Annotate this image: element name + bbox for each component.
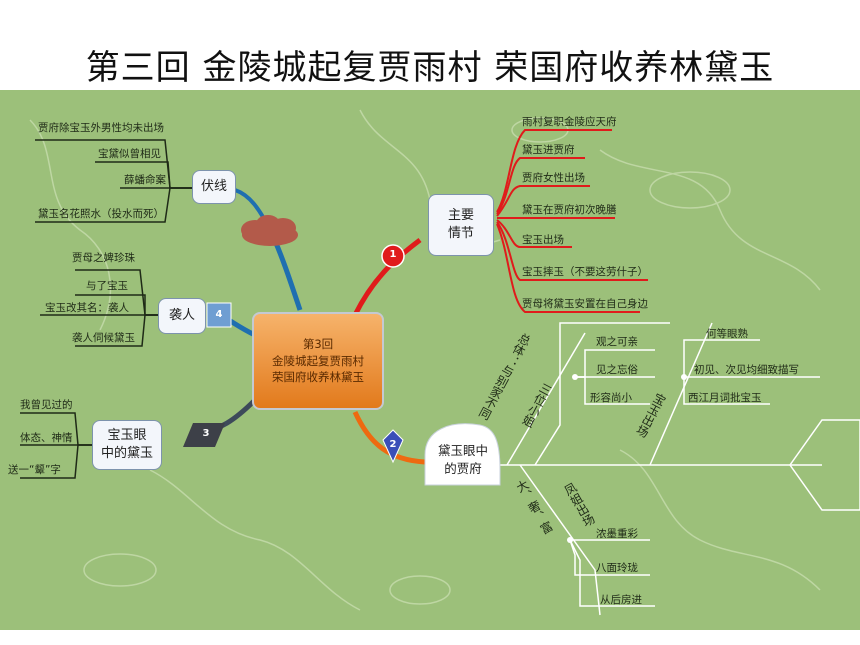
branch-foreshadow-twigs (35, 139, 192, 223)
baoyu-eye-node: 宝玉眼 中的黛玉 (92, 420, 162, 470)
plot-label-line1: 主要 (447, 208, 474, 224)
center-line-2: 金陵城起复贾雨村 (272, 353, 364, 368)
fishbone-joints (567, 374, 687, 543)
foreshadow-item-2: 宝黛似曾相见 (98, 148, 161, 160)
mind-map: 1 2 3 4 第3回 金陵城起复贾雨村 荣国府收养林黛玉 主要 情节 雨村复职… (0, 90, 860, 630)
badge-2: 2 (389, 439, 397, 450)
daiyu-node-shape (424, 423, 501, 486)
plot-item-3: 贾府女性出场 (522, 172, 585, 184)
baoyu-item-1: 何等眼熟 (706, 328, 748, 340)
baoyu-eye-label-line1: 宝玉眼 (107, 428, 147, 444)
plot-item-5: 宝玉出场 (522, 234, 564, 246)
badge-1-shape (381, 244, 405, 268)
foreshadow-item-4: 黛玉名花照水（投水而死） (38, 208, 164, 220)
fengjie-item-3: 从后房进 (600, 594, 642, 606)
badge-3: 3 (202, 428, 210, 439)
foreshadow-item-3: 薛蟠命案 (124, 174, 166, 186)
jiaren-item-2: 与了宝玉 (86, 280, 128, 292)
branch-jiaren-twigs (40, 269, 158, 347)
maid-item-2: 见之忘俗 (596, 364, 638, 376)
jiaren-node: 袭人 (158, 298, 206, 334)
cloud-icon (241, 215, 298, 246)
branch-daiyu-line (352, 410, 426, 465)
center-line-3: 荣国府收养林黛玉 (272, 370, 364, 385)
jiaren-item-3: 宝玉改其名：袭人 (45, 302, 129, 314)
daiyu-eye-label-line2: 的贾府 (444, 461, 482, 477)
maid-item-1: 观之可亲 (596, 336, 638, 348)
plot-item-7: 贾母将黛玉安置在自己身边 (522, 298, 648, 310)
branch-baoyu-twigs (20, 412, 92, 479)
badge-2-shape (382, 429, 404, 464)
fengjie-item-1: 浓墨重彩 (596, 528, 638, 540)
baoyu-eye-item-1: 我曾见过的 (20, 399, 73, 411)
center-line-1: 第3回 (302, 336, 334, 351)
plot-label-line2: 情节 (447, 226, 474, 241)
plot-item-4: 黛玉在贾府初次晚膳 (522, 204, 617, 216)
baoyu-eye-item-3: 送一“颦”字 (8, 464, 61, 476)
maid-item-3: 形容尚小 (590, 392, 632, 404)
baoyu-item-3: 西江月词批宝玉 (688, 392, 762, 404)
page-title: 第三回 金陵城起复贾雨村 荣国府收养林黛玉 (85, 48, 775, 88)
daiyu-eye-node: 黛玉眼中 的贾府 (428, 442, 498, 478)
branch-plot-twigs (496, 129, 648, 313)
jiaren-item-4: 袭人伺候黛玉 (72, 332, 135, 344)
fengjie-item-2: 八面玲珑 (596, 562, 638, 574)
fishbone-lines (498, 322, 860, 616)
badge-4: 4 (215, 309, 223, 320)
badge-4-shape (206, 302, 232, 328)
branch-plot-line (352, 238, 422, 317)
mind-map-connectors (20, 109, 860, 616)
foreshadow-item-1: 贾府除宝玉外男性均未出场 (38, 122, 164, 134)
badge-3-shape (183, 423, 225, 447)
baoyu-item-2: 初见、次见均细致描写 (694, 364, 799, 376)
daiyu-eye-label-line1: 黛玉眼中 (437, 443, 488, 458)
badge-1: 1 (389, 249, 397, 260)
baoyu-eye-item-2: 体态、神情 (20, 432, 73, 444)
jiaren-item-1: 贾母之婢珍珠 (72, 252, 135, 264)
plot-item-1: 雨村复职金陵应天府 (522, 116, 617, 128)
foreshadow-node: 伏线 (192, 170, 236, 204)
plot-item-2: 黛玉进贾府 (522, 144, 575, 156)
plot-item-6: 宝玉摔玉（不要这劳什子） (522, 266, 648, 278)
baoyu-eye-label-line2: 中的黛玉 (100, 446, 153, 461)
center-topic: 第3回 金陵城起复贾雨村 荣国府收养林黛玉 (252, 312, 384, 410)
plot-node: 主要 情节 (428, 194, 494, 256)
floral-pattern (29, 109, 821, 611)
